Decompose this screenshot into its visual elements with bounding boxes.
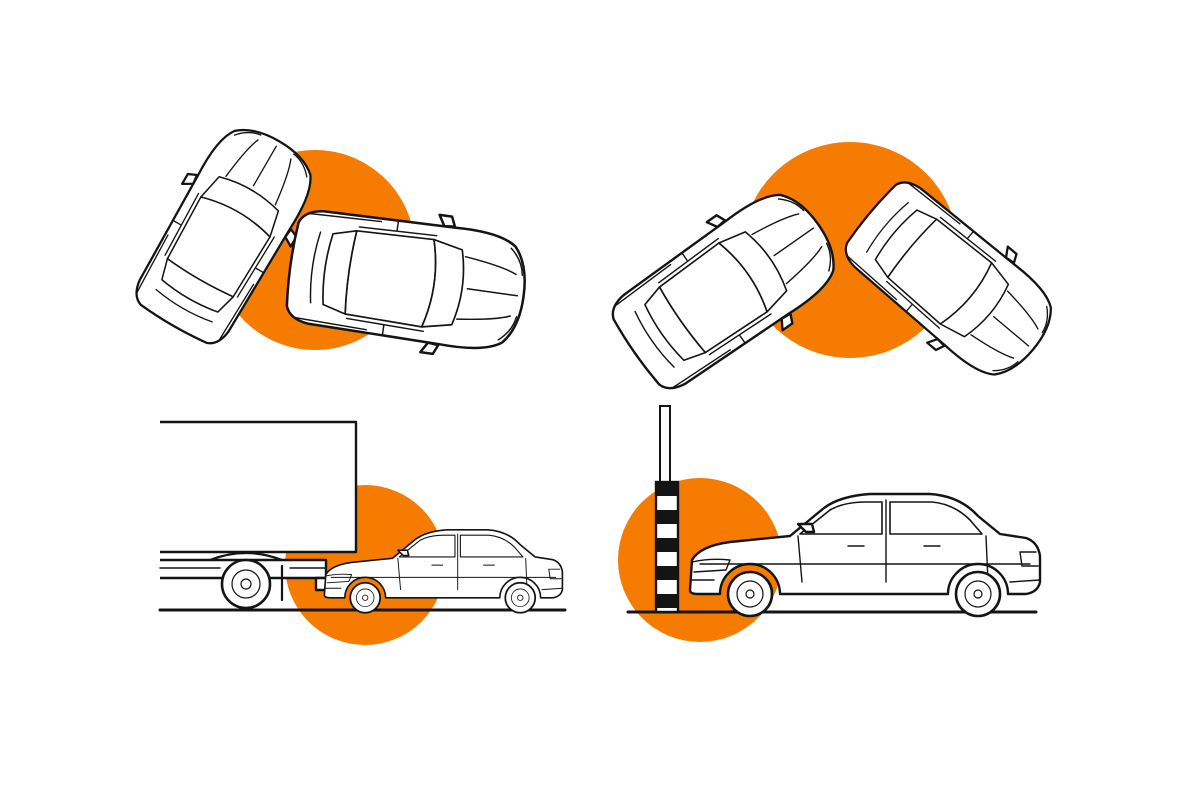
panel-top-left	[117, 108, 535, 367]
panel-top-right	[595, 142, 1075, 409]
pole	[654, 405, 680, 614]
panel-bottom-right	[618, 405, 1042, 642]
truck	[159, 420, 358, 610]
panel-bottom-left	[158, 420, 567, 645]
